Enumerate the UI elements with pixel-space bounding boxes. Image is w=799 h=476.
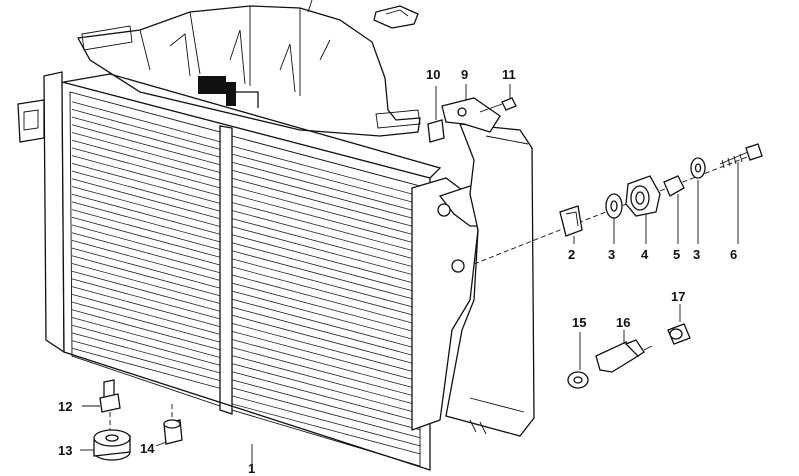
callout-16-label[interactable]: 16 — [616, 315, 631, 330]
radiator-fin-line — [71, 178, 221, 220]
radiator-fin-line — [71, 263, 221, 304]
radiator-fin-line — [71, 324, 221, 366]
radiator-fin-line — [231, 242, 421, 294]
top-clip — [307, 0, 419, 29]
callout-10-label[interactable]: 10 — [426, 67, 441, 82]
radiator-fin-line — [231, 323, 421, 374]
radiator-fin-line — [231, 194, 421, 245]
radiator-fin-line — [231, 153, 421, 205]
radiator-fin-line — [231, 395, 421, 447]
radiator-fin-line — [71, 109, 221, 150]
callout-4-label[interactable]: 4 — [641, 247, 649, 262]
callout-11-label[interactable]: 11 — [502, 67, 516, 82]
radiator-fin-line — [231, 282, 421, 334]
radiator-fin-line — [231, 186, 421, 237]
radiator-fin-line — [231, 355, 421, 406]
callout-12-label[interactable]: 12 — [58, 399, 73, 414]
radiator-fin-line — [71, 294, 221, 335]
radiator-fin-line — [71, 209, 221, 250]
radiator-fin-line — [71, 240, 221, 281]
radiator-fin-line — [71, 232, 221, 274]
radiator-fin-line — [231, 306, 421, 358]
radiator-fin-line — [231, 161, 421, 213]
callout-6-label[interactable]: 6 — [730, 247, 738, 262]
callout-14-label[interactable]: 14 — [140, 441, 155, 456]
radiator-fin-line — [71, 317, 221, 358]
radiator-fin-line — [231, 347, 421, 398]
radiator-fin-line — [71, 155, 221, 196]
radiator-fin-line — [71, 132, 221, 173]
radiator-fin-line — [71, 216, 221, 258]
radiator-fin-line — [231, 234, 421, 286]
radiator-fin-line — [71, 332, 221, 374]
radiator-fin-line — [231, 339, 421, 390]
radiator-fin-line — [231, 298, 421, 350]
radiator-fin-line — [71, 170, 221, 212]
callout-3-second-label[interactable]: 3 — [693, 247, 701, 262]
radiator-fin-line — [71, 247, 221, 289]
radiator-fin-line — [71, 193, 221, 235]
radiator-fin-line — [71, 147, 221, 189]
radiator-fin-line — [231, 363, 421, 414]
lower-parts — [80, 379, 253, 470]
radiator-fin-line — [231, 210, 421, 261]
radiator-fin-line — [71, 116, 221, 158]
radiator-core — [61, 73, 442, 471]
left-tank — [17, 71, 65, 354]
radiator-fin-line — [231, 226, 421, 277]
radiator-fin-line — [71, 124, 221, 166]
fins-right — [231, 145, 421, 455]
radiator-fin-line — [71, 270, 221, 312]
callout-13-label[interactable]: 13 — [58, 443, 73, 458]
fan-shroud — [76, 5, 421, 137]
callout-5-label[interactable]: 5 — [673, 247, 681, 262]
callout-1-label[interactable]: 1 — [248, 461, 256, 476]
mount-hardware — [473, 143, 763, 265]
radiator-fin-line — [71, 139, 221, 181]
upper-bracket — [427, 84, 501, 143]
radiator-fin-line — [231, 314, 421, 366]
radiator-fin-line — [71, 278, 221, 320]
radiator-fin-line — [71, 201, 221, 243]
radiator-fin-line — [231, 331, 421, 382]
radiator-fin-line — [231, 274, 421, 326]
side-panel — [445, 123, 535, 437]
radiator-fin-line — [71, 163, 221, 204]
radiator-fin-line — [71, 101, 221, 143]
sensor-parts — [567, 304, 691, 389]
radiator-fin-line — [71, 301, 221, 343]
radiator-fin-line — [231, 218, 421, 269]
radiator-fin-line — [231, 202, 421, 253]
callout-2-label[interactable]: 2 — [568, 247, 576, 262]
radiator-fin-line — [231, 387, 421, 439]
radiator-fin-line — [231, 177, 421, 229]
radiator-fin-line — [231, 379, 421, 431]
radiator-fin-line — [71, 340, 221, 381]
radiator-fin-line — [71, 186, 221, 227]
radiator-fin-line — [231, 169, 421, 221]
radiator-fin-line — [231, 266, 421, 318]
radiator-fin-line — [71, 309, 221, 351]
radiator-fin-line — [231, 258, 421, 310]
fins-left — [71, 101, 221, 389]
radiator-fin-line — [231, 371, 421, 423]
radiator-fin-line — [231, 403, 421, 455]
radiator-fin-line — [71, 286, 221, 327]
screw-11 — [479, 84, 517, 113]
callout-15-label[interactable]: 15 — [572, 315, 587, 330]
callout-17-label[interactable]: 17 — [671, 289, 686, 304]
radiator-fin-line — [71, 347, 221, 389]
radiator-fin-line — [71, 255, 221, 297]
radiator-fin-line — [231, 250, 421, 302]
radiator-fin-line — [71, 224, 221, 266]
radiator-fin-line — [231, 290, 421, 342]
callout-9-label[interactable]: 9 — [461, 67, 469, 82]
callout-3-label[interactable]: 3 — [608, 247, 616, 262]
radiator-fin-line — [231, 145, 421, 197]
